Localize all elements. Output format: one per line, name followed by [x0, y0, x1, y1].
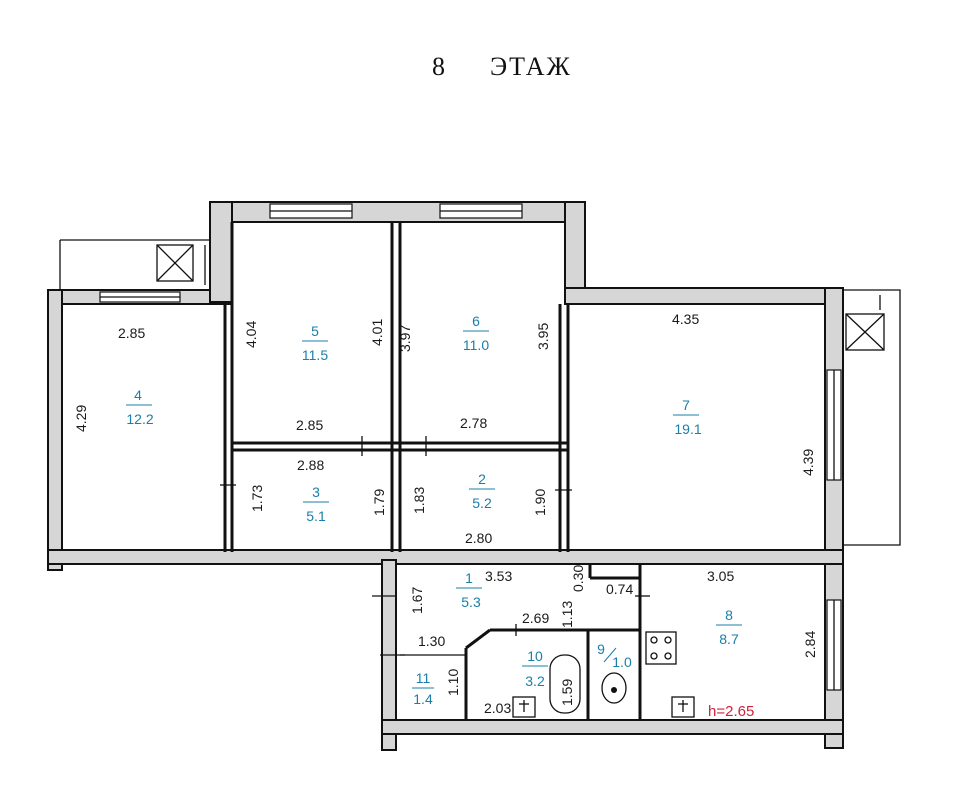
- windows: [99, 203, 842, 691]
- room-4-area: 12.2: [126, 411, 153, 427]
- dim-room5-right: 4.01: [369, 319, 385, 346]
- dim-room5-left: 4.04: [243, 321, 259, 348]
- dim-room7-height: 4.39: [800, 449, 816, 476]
- room-8-area: 8.7: [719, 631, 739, 647]
- room-2-number: 2: [478, 471, 486, 487]
- room-11-number: 11: [416, 670, 431, 686]
- dim-room3-right: 1.79: [371, 489, 387, 516]
- room-1-number: 1: [465, 570, 473, 586]
- floor-number: 8: [432, 52, 447, 81]
- dim-room1-width: 3.53: [485, 568, 512, 584]
- dim-room2-width: 2.80: [465, 530, 492, 546]
- room-3-area: 5.1: [306, 508, 326, 524]
- bathtub-icon: [549, 654, 581, 714]
- dim-room1-small: 0.30: [570, 565, 586, 592]
- dim-room3-width: 2.88: [297, 457, 324, 473]
- dim-room1-height: 1.67: [409, 587, 425, 614]
- room-5-area: 11.5: [302, 347, 328, 363]
- room-6-number: 6: [472, 313, 480, 329]
- room-4-number: 4: [134, 387, 142, 403]
- dim-room10-height: 1.59: [559, 679, 575, 706]
- room-7-number: 7: [682, 397, 690, 413]
- room-3-number: 3: [312, 484, 320, 500]
- ceiling-height-label: h=2.65: [708, 703, 754, 720]
- dim-room6-width: 2.78: [460, 415, 487, 431]
- dim-room4-height: 4.29: [73, 405, 89, 432]
- dim-room4-width: 2.85: [118, 325, 145, 341]
- balcony-right: [840, 289, 901, 546]
- dim-room3-left: 1.73: [249, 485, 265, 512]
- ventilation-shaft-right: [845, 313, 885, 351]
- dimension-labels: 2.85 4.29 4.04 4.01 2.85 3.97 3.95 2.78 …: [73, 311, 818, 716]
- dim-room8-height: 2.84: [802, 631, 818, 658]
- dim-room5-width: 2.85: [296, 417, 323, 433]
- room-9-number: 9: [597, 641, 605, 657]
- dim-room11-height: 1.10: [445, 669, 461, 696]
- stove-icon: [645, 631, 677, 665]
- dim-room6-left: 3.97: [397, 325, 413, 352]
- dim-room2-right: 1.90: [532, 489, 548, 516]
- room-9-area: 1.0: [612, 654, 632, 670]
- floor-title: ЭТАЖ: [490, 52, 572, 81]
- dim-room2-left: 1.83: [411, 487, 427, 514]
- dim-room8-width: 3.05: [707, 568, 734, 584]
- dim-room6-right: 3.95: [535, 323, 551, 350]
- toilet-icon: [601, 672, 627, 704]
- room-11-area: 1.4: [413, 691, 433, 707]
- room-5-number: 5: [311, 323, 319, 339]
- dim-room8-small: 0.74: [606, 581, 633, 597]
- room-1-area: 5.3: [461, 594, 481, 610]
- room-10-number: 10: [527, 648, 543, 664]
- dim-room7-width: 4.35: [672, 311, 699, 327]
- room-10-area: 3.2: [525, 673, 545, 689]
- balcony-left: [59, 239, 210, 290]
- room-2-area: 5.2: [472, 495, 492, 511]
- room-8-number: 8: [725, 607, 733, 623]
- interior-walls: [223, 222, 695, 720]
- room-7-area: 19.1: [674, 421, 701, 437]
- dim-room1-h2: 1.13: [559, 601, 575, 628]
- dim-room10-width2: 2.03: [484, 700, 511, 716]
- ventilation-shaft-left: [156, 244, 194, 282]
- room-6-area: 11.0: [463, 337, 489, 353]
- sink-icon: [512, 696, 536, 718]
- room-labels: 4 12.2 5 11.5 6 11.0 7 19.1 3 5.1 2 5.2 …: [126, 313, 742, 707]
- outer-walls: [47, 201, 844, 751]
- door-marks: [220, 436, 650, 656]
- kitchen-sink-icon: [671, 696, 695, 718]
- dim-room10-width: 2.69: [522, 610, 549, 626]
- dim-room11-width: 1.30: [418, 633, 445, 649]
